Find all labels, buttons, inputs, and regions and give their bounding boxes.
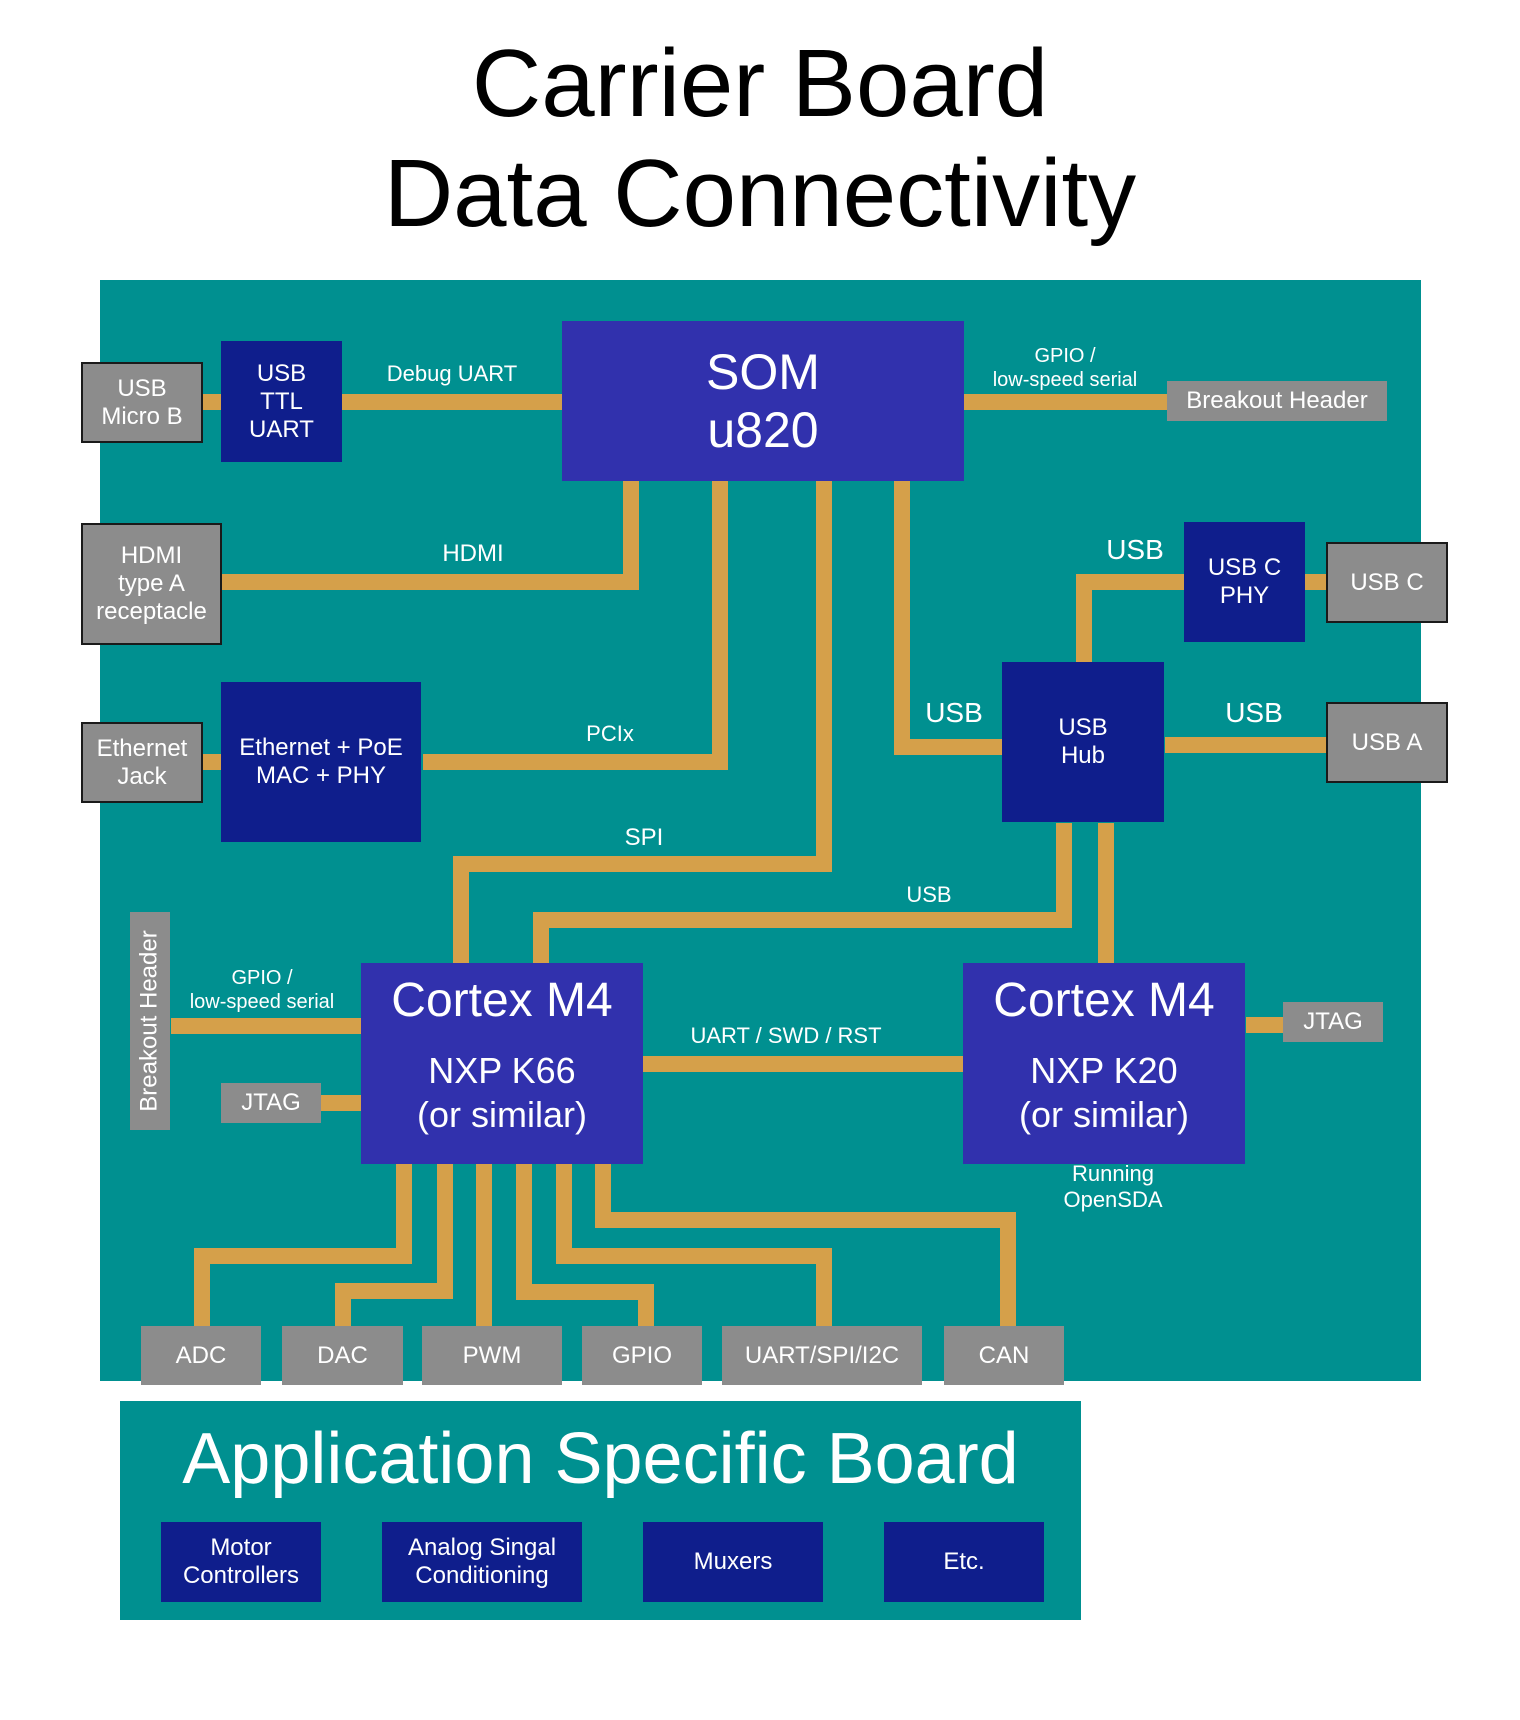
wire-can	[595, 1163, 1016, 1328]
usb-a-connector: USB A	[1326, 702, 1448, 783]
label-usb-phy: USB	[1106, 534, 1164, 565]
ethernet-jack: Ethernet Jack	[81, 722, 203, 803]
wire-usb-hub-phy	[1076, 574, 1186, 665]
k20-subtitle: NXP K20 (or similar)	[1019, 1050, 1189, 1135]
label-usb-hub-k66: USB	[906, 882, 952, 907]
wire-usb-som-hub	[894, 480, 1004, 755]
wire-hdmi	[221, 480, 639, 590]
label-spi: SPI	[624, 824, 664, 851]
label-gpio-top: GPIO / low-speed serial	[992, 345, 1138, 391]
title-line-2: Data Connectivity	[383, 140, 1137, 247]
label-pcix: PCIx	[586, 721, 634, 746]
som-model: u820	[707, 402, 819, 458]
k20-title: Cortex M4	[993, 974, 1215, 1027]
app-item-etc: Etc.	[884, 1522, 1044, 1602]
peripheral-pwm: PWM	[422, 1326, 562, 1385]
label-usb-hub-usba: USB	[1225, 697, 1283, 728]
title-line-1: Carrier Board	[471, 30, 1049, 137]
peripheral-dac: DAC	[282, 1326, 403, 1385]
cortex-m4-k66-chip: Cortex M4 NXP K66 (or similar)	[361, 963, 643, 1164]
label-debug-uart: Debug UART	[386, 361, 518, 386]
wire-gpio	[516, 1163, 654, 1328]
som-title: SOM	[706, 344, 820, 400]
label-gpio-left: GPIO / low-speed serial	[189, 967, 335, 1013]
wire-dac	[335, 1163, 453, 1328]
label-uart-swd-rst: UART / SWD / RST	[690, 1023, 882, 1048]
usb-c-connector: USB C	[1326, 542, 1448, 623]
k66-title: Cortex M4	[391, 974, 613, 1027]
app-board-title: Application Specific Board	[182, 1419, 1019, 1499]
wire-spi	[453, 480, 832, 965]
label-running-opensda: Running OpenSDA	[1063, 1161, 1163, 1212]
usb-c-phy-chip: USB C PHY	[1184, 522, 1305, 642]
peripheral-uart-spi-i2c: UART/SPI/I2C	[722, 1326, 922, 1385]
wire-pcix	[423, 480, 728, 770]
hdmi-receptacle: HDMI type A receptacle	[81, 523, 222, 645]
label-usb-som-hub: USB	[925, 697, 983, 728]
breakout-header-left: Breakout Header	[130, 912, 170, 1130]
breakout-header-top: Breakout Header	[1167, 381, 1387, 421]
usb-ttl-uart-chip: USB TTL UART	[221, 341, 342, 462]
k66-subtitle: NXP K66 (or similar)	[417, 1050, 587, 1135]
wire-uart-spi-i2c	[556, 1163, 832, 1328]
app-item-motor-controllers: Motor Controllers	[161, 1522, 321, 1602]
breakout-header-left-label: Breakout Header	[136, 930, 164, 1112]
label-hdmi: HDMI	[442, 540, 504, 567]
peripheral-can: CAN	[944, 1326, 1064, 1385]
usb-micro-b-connector: USB Micro B	[81, 362, 203, 443]
app-item-analog-conditioning: Analog Singal Conditioning	[382, 1522, 582, 1602]
peripheral-gpio: GPIO	[582, 1326, 702, 1385]
wire-usb-hub-k66	[533, 823, 1072, 965]
som-u820-chip: SOM u820	[562, 321, 964, 481]
jtag-left: JTAG	[221, 1083, 321, 1123]
wire-adc	[194, 1163, 412, 1328]
usb-hub-chip: USB Hub	[1002, 662, 1164, 822]
cortex-m4-k20-chip: Cortex M4 NXP K20 (or similar)	[963, 963, 1245, 1164]
ethernet-mac-phy-chip: Ethernet + PoE MAC + PHY	[221, 682, 421, 842]
app-item-muxers: Muxers	[643, 1522, 823, 1602]
jtag-right: JTAG	[1283, 1002, 1383, 1042]
peripheral-adc: ADC	[141, 1326, 261, 1385]
